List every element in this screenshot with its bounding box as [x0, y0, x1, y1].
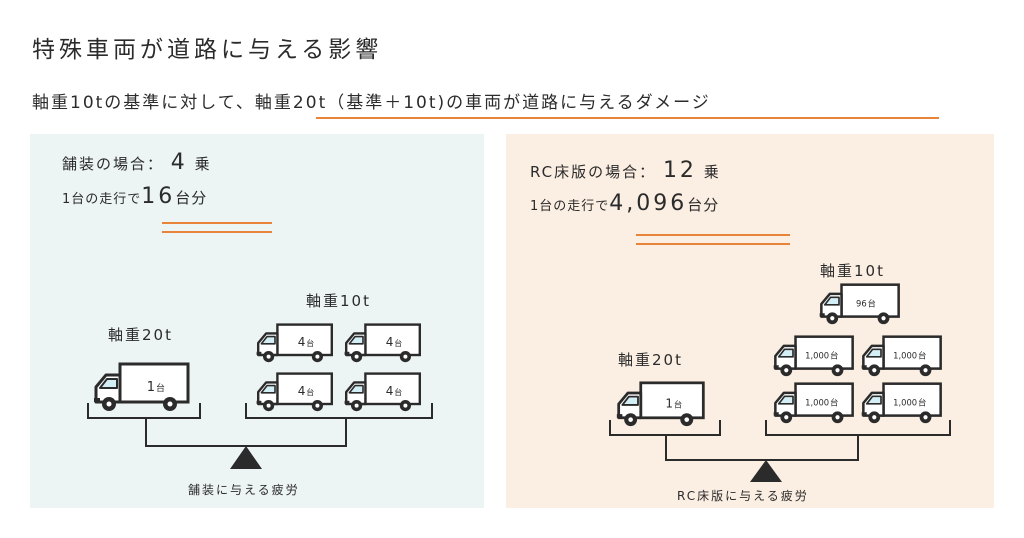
- rc-slab-exponent-unit: 乗: [703, 163, 721, 181]
- truck-count: 1,000: [893, 398, 917, 408]
- truck-icon: 1,000 台: [860, 382, 942, 425]
- pavement-equivalent-unit: 台分: [175, 189, 208, 207]
- pavement-heavy-axle-label: 軸重20t: [108, 326, 173, 344]
- truck-icon: 1,000 台: [772, 382, 854, 425]
- truck-icon: 1 台: [92, 362, 190, 413]
- pavement-fatigue-label: 舗装に与える疲労: [188, 483, 300, 497]
- pavement-light-bracket: [245, 403, 433, 419]
- rc-slab-equivalent-value: 4,096: [609, 191, 688, 216]
- truck-count: 4: [386, 335, 394, 349]
- pavement-exponent-unit: 乗: [194, 155, 212, 173]
- rc-slab-equivalent-unit: 台分: [687, 196, 720, 214]
- truck-count: 1: [147, 380, 155, 395]
- pavement-equivalent: 1台の走行で16台分: [62, 184, 207, 209]
- truck-count-unit: 台: [830, 351, 838, 361]
- rc-slab-light-bracket: [765, 420, 951, 436]
- rc-slab-exponent-value: 12: [662, 158, 697, 183]
- rc-slab-double-line-bottom: [636, 243, 790, 245]
- pavement-exponent: 舗装の場合： 4 乗: [62, 150, 212, 175]
- truck-icon: 1,000 台: [772, 335, 854, 378]
- truck-icon: 4 台: [255, 372, 333, 413]
- truck-count: 1,000: [805, 398, 829, 408]
- pavement-heavy-bracket: [87, 403, 201, 419]
- rc-slab-exponent-label: RC床版の場合：: [530, 163, 657, 181]
- truck-count: 1,000: [893, 351, 917, 361]
- truck-count: 1,000: [805, 351, 829, 361]
- truck-count: 4: [386, 384, 394, 398]
- truck-count-unit: 台: [918, 351, 926, 361]
- pavement-equivalent-value: 16: [141, 184, 176, 209]
- pavement-fulcrum: [230, 446, 262, 469]
- truck-count: 96: [856, 299, 867, 309]
- pavement-exponent-label: 舗装の場合：: [62, 155, 165, 173]
- truck-count-unit: 台: [674, 400, 682, 410]
- truck-icon: 4 台: [343, 323, 421, 364]
- truck-icon: 4 台: [255, 323, 333, 364]
- pavement-double-line-bottom: [162, 231, 272, 233]
- truck-count: 4: [298, 384, 306, 398]
- truck-count-unit: 台: [394, 338, 402, 348]
- truck-count-unit: 台: [306, 387, 314, 397]
- truck-icon: 1 台: [615, 381, 705, 428]
- page-title: 特殊車両が道路に与える影響: [32, 37, 383, 63]
- rc-slab-equivalent: 1台の走行で4,096台分: [530, 191, 719, 216]
- pavement-double-line-top: [162, 222, 272, 224]
- rc-slab-light-axle-label: 軸重10t: [820, 262, 885, 280]
- truck-count: 4: [298, 335, 306, 349]
- rc-slab-double-line-top: [636, 234, 790, 236]
- rc-slab-fulcrum: [750, 460, 782, 482]
- subtitle-block: 軸重10tの基準に対して、軸重20t（基準＋10t)の車両が道路に与えるダメージ: [32, 88, 939, 119]
- rc-slab-panel: [506, 134, 994, 508]
- truck-count-unit: 台: [394, 387, 402, 397]
- pavement-light-axle-label: 軸重10t: [306, 292, 371, 310]
- truck-count-unit: 台: [830, 398, 838, 408]
- truck-count-unit: 台: [918, 398, 926, 408]
- rc-slab-fatigue-label: RC床版に与える疲労: [677, 489, 809, 503]
- rc-slab-heavy-bracket: [609, 420, 721, 436]
- truck-count: 1: [665, 397, 673, 411]
- pavement-equivalent-label: 1台の走行で: [62, 192, 142, 207]
- truck-icon: 4 台: [343, 372, 421, 413]
- truck-count-unit: 台: [156, 382, 165, 394]
- rc-slab-beam: [665, 435, 859, 461]
- truck-count-unit: 台: [868, 299, 876, 309]
- truck-icon: 96 台: [818, 283, 900, 326]
- subtitle-underline: [316, 117, 939, 119]
- truck-icon: 1,000 台: [860, 335, 942, 378]
- truck-count-unit: 台: [306, 338, 314, 348]
- rc-slab-heavy-axle-label: 軸重20t: [618, 351, 683, 369]
- subtitle: 軸重10tの基準に対して、軸重20t（基準＋10t)の車両が道路に与えるダメージ: [32, 93, 711, 113]
- rc-slab-exponent: RC床版の場合： 12 乗: [530, 158, 721, 183]
- pavement-exponent-value: 4: [170, 150, 188, 175]
- pavement-beam: [145, 418, 347, 447]
- rc-slab-equivalent-label: 1台の走行で: [530, 199, 610, 214]
